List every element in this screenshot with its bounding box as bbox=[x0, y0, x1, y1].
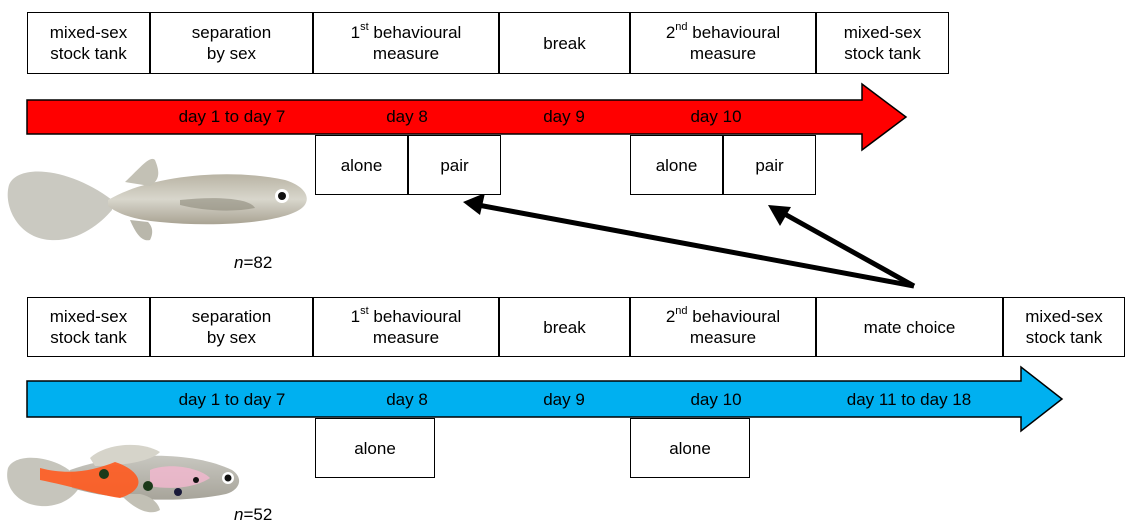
pointer-arrows bbox=[463, 193, 916, 289]
top-sample-size: n=82 bbox=[234, 253, 273, 272]
bottom-stage-mate-choice: mate choice bbox=[816, 297, 1003, 357]
pointer-arrow-to-pair-2 bbox=[779, 209, 916, 289]
bottom-day-label-2: day 8 bbox=[386, 390, 428, 409]
top-sub-pair-1: pair bbox=[408, 135, 501, 195]
bottom-day-label-4: day 10 bbox=[690, 390, 742, 409]
top-timeline-arrow bbox=[26, 82, 908, 152]
top-sub-pair-2: pair bbox=[723, 135, 816, 195]
bottom-stage-break: break bbox=[499, 297, 630, 357]
bottom-timeline-arrow bbox=[26, 365, 1064, 433]
pointer-arrowhead-2 bbox=[768, 205, 791, 226]
grey-female-guppy-icon bbox=[7, 158, 307, 241]
bottom-sample-size: n=52 bbox=[234, 505, 273, 524]
bottom-day-label-3: day 9 bbox=[543, 390, 585, 409]
top-sub-alone-1: alone bbox=[315, 135, 408, 195]
top-day-label-3: day 9 bbox=[543, 107, 585, 126]
bottom-day-label-5: day 11 to day 18 bbox=[846, 390, 972, 409]
bottom-day-label-1: day 1 to day 7 bbox=[178, 390, 286, 409]
top-stage-break: break bbox=[499, 12, 630, 74]
colourful-male-guppy-icon bbox=[7, 444, 240, 513]
bottom-sub-alone-1: alone bbox=[315, 418, 435, 478]
pointer-arrowhead-1 bbox=[463, 193, 485, 215]
bottom-sub-alone-2: alone bbox=[630, 418, 750, 478]
pointer-arrow-to-pair-1 bbox=[477, 202, 915, 289]
top-day-label-1: day 1 to day 7 bbox=[178, 107, 286, 126]
top-day-label-2: day 8 bbox=[386, 107, 428, 126]
top-day-label-4: day 10 bbox=[690, 107, 742, 126]
top-sub-alone-2: alone bbox=[630, 135, 723, 195]
